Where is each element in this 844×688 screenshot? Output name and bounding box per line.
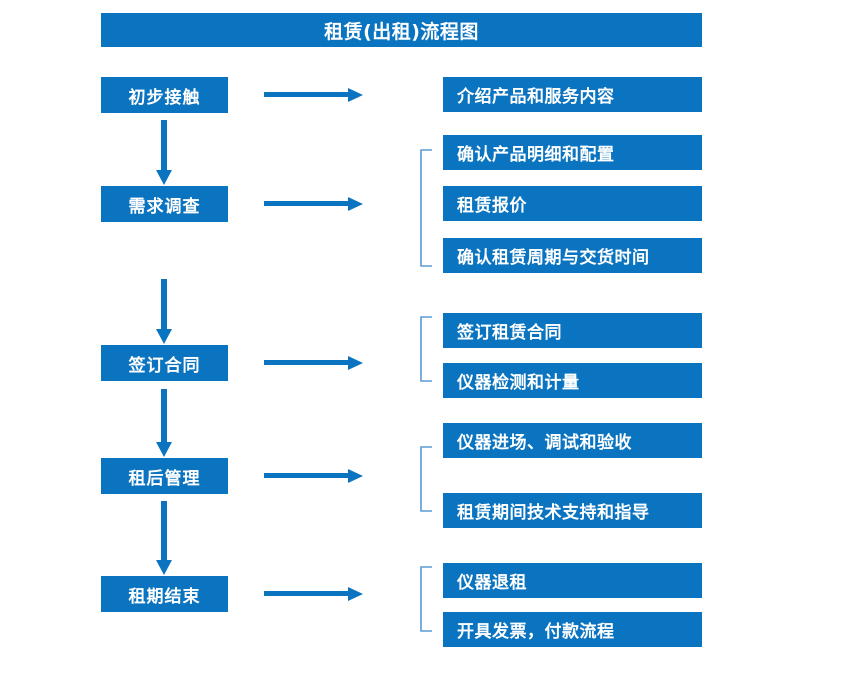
detail-box-4-2[interactable]: 租赁期间技术支持和指导 [443, 493, 702, 528]
stage-box-5[interactable]: 租期结束 [101, 576, 228, 612]
vertical-arrow-4 [155, 501, 173, 576]
detail-box-5-1[interactable]: 仪器退租 [443, 563, 702, 598]
stage-box-2[interactable]: 需求调查 [101, 186, 228, 222]
detail-box-2-3[interactable]: 确认租赁周期与交货时间 [443, 238, 702, 273]
detail-box-4-1[interactable]: 仪器进场、调试和验收 [443, 423, 702, 458]
detail-box-3-2[interactable]: 仪器检测和计量 [443, 363, 702, 398]
group-bracket-4 [419, 446, 433, 512]
vertical-arrow-3 [155, 389, 173, 458]
detail-box-2-2[interactable]: 租赁报价 [443, 186, 702, 221]
vertical-arrow-2 [155, 279, 173, 345]
horizontal-arrow-2 [264, 195, 364, 213]
horizontal-arrow-5 [264, 585, 364, 603]
detail-box-5-2[interactable]: 开具发票，付款流程 [443, 612, 702, 647]
group-bracket-5 [419, 566, 433, 632]
horizontal-arrow-1 [264, 86, 364, 104]
vertical-arrow-1 [155, 120, 173, 186]
detail-box-2-1[interactable]: 确认产品明细和配置 [443, 135, 702, 170]
detail-box-1-1[interactable]: 介绍产品和服务内容 [443, 77, 702, 112]
stage-box-4[interactable]: 租后管理 [101, 458, 228, 494]
group-bracket-3 [419, 316, 433, 382]
horizontal-arrow-4 [264, 467, 364, 485]
stage-box-1[interactable]: 初步接触 [101, 77, 228, 113]
group-bracket-2 [419, 149, 433, 267]
stage-box-3[interactable]: 签订合同 [101, 345, 228, 381]
flowchart-title: 租赁(出租)流程图 [101, 13, 702, 47]
horizontal-arrow-3 [264, 354, 364, 372]
detail-box-3-1[interactable]: 签订租赁合同 [443, 313, 702, 348]
